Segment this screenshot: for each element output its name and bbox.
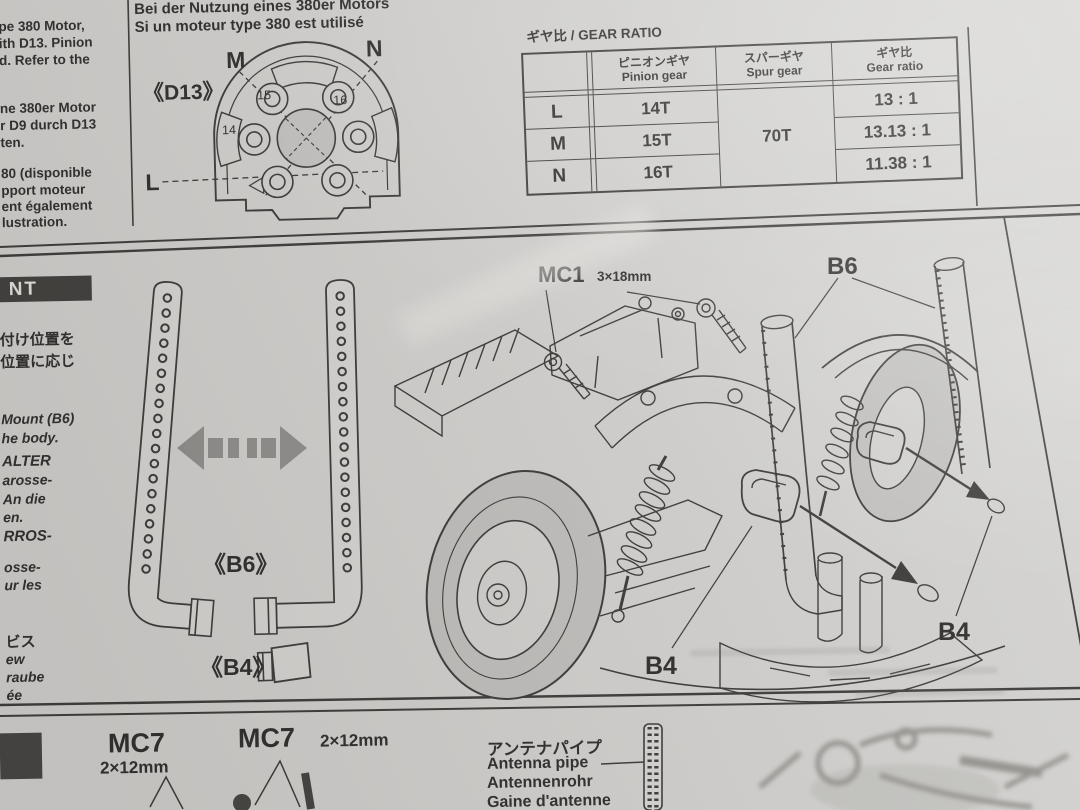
b4-part-drawing	[256, 642, 312, 684]
shock-absorber-right	[816, 395, 864, 517]
pinion-header-en: Pinion gear	[621, 67, 688, 84]
hole-15-label: 15	[257, 88, 271, 102]
b4-label-right: B4	[938, 618, 970, 646]
b6-bag-label: 《B6》	[203, 551, 278, 577]
suspension-arms	[587, 499, 723, 617]
row-l-position: L	[524, 95, 590, 130]
bottom-strip-graphics	[149, 723, 1070, 810]
post-holes-inner	[337, 293, 351, 578]
b4-mount-point-left	[917, 584, 939, 602]
top-box-left-border	[127, 0, 134, 227]
mc7-leader-a	[149, 775, 184, 810]
mc1-leader-lines	[545, 289, 701, 353]
row-m-pinion: 15T	[594, 122, 721, 160]
mc1-size-label: 3×18mm	[597, 269, 651, 284]
antenna-pipe-graphic	[643, 723, 663, 810]
mount-screw-holes	[238, 80, 375, 199]
motor-gearbox	[549, 296, 699, 401]
post-connector-left	[188, 597, 215, 638]
battery-tray	[393, 327, 560, 438]
row-n-ratio: 11.38 : 1	[865, 152, 932, 174]
ratio-header-jp: ギヤ比	[876, 44, 913, 60]
blurry-next-step-illustration	[758, 727, 1070, 810]
b6-label: B6	[827, 253, 858, 280]
gear-ratio-table: ピニオンギヤ Pinion gear スパーギヤ Spur gear ギヤ比 G…	[521, 36, 964, 196]
gear-header-pinion: ピニオンギヤ Pinion gear	[592, 47, 718, 91]
b4-arrowhead-right-icon	[966, 481, 990, 500]
b4-arrowhead-left-icon	[891, 561, 918, 584]
chassis-lower-deck	[599, 632, 1006, 703]
section-header-bar: NT	[0, 275, 92, 303]
rule-bottom-lower	[0, 698, 1080, 717]
b4-leader-lines	[671, 515, 993, 649]
spur-header-en: Spur gear	[746, 62, 803, 79]
row-n-position: N	[527, 159, 593, 194]
b6-leader-lines	[794, 277, 936, 339]
rear-right-wheel	[821, 334, 979, 523]
screw-head-icon	[233, 794, 251, 810]
b4-bag-label: 《B4》	[200, 654, 275, 680]
top-box-right-border	[967, 26, 978, 207]
motor-mount-outline	[213, 41, 401, 221]
hole-16-label: 16	[333, 93, 347, 107]
motor-mount-inner-contour	[225, 55, 389, 195]
chassis-illustration: MC1 3×18mm B6 B4 B4	[393, 253, 1006, 703]
b4-label-left: B4	[645, 652, 677, 680]
shock-absorber-left	[611, 455, 676, 623]
row-l-ratio: 13 : 1	[833, 81, 959, 118]
gear-ratio-section: ギヤ比 / GEAR RATIO ピニオンギヤ Pinion gear スパーギ…	[520, 9, 964, 196]
rule-top-upper	[0, 204, 1080, 248]
ratio-header-en: Gear ratio	[866, 58, 924, 75]
row-m-ratio: 13.13 : 1	[834, 113, 960, 150]
step-box-right-border	[1003, 216, 1080, 646]
gear-header-blank	[523, 52, 589, 93]
spur-gear-shared-value: 70T	[717, 86, 838, 187]
rear-left-wheel	[425, 470, 607, 700]
b4-mount-point-right	[986, 498, 1006, 514]
antenna-leader-line	[600, 761, 646, 765]
b6-post-left-installed	[760, 314, 843, 615]
body-mount-post-left	[127, 281, 215, 638]
post-holes-inner	[142, 295, 171, 577]
row-n-pinion: 16T	[596, 154, 722, 192]
arrow-right-icon	[280, 426, 307, 470]
adjust-direction-arrows	[177, 426, 307, 470]
position-l-label: L	[145, 169, 160, 195]
slot-left	[216, 111, 243, 168]
mc7-leader-b	[254, 759, 301, 808]
gear-header-ratio: ギヤ比 Gear ratio	[831, 38, 958, 82]
hole-14-label: 14	[222, 123, 236, 137]
b4-arrow-left	[799, 504, 897, 570]
screw-shaft-icon	[301, 772, 315, 810]
d13-part-label: 《D13》	[143, 79, 224, 105]
b4-arrow-right	[905, 446, 973, 492]
center-cross-dashes	[285, 117, 328, 159]
arrow-left-icon	[177, 426, 204, 470]
slot-top	[270, 60, 339, 90]
mc1-screw-upper	[696, 298, 747, 354]
row-m-position: M	[525, 127, 592, 162]
slot-right	[370, 106, 399, 163]
position-n-label: N	[366, 35, 383, 61]
motor-mount-diagram: 《D13》 M N L 15 16 14	[143, 35, 401, 221]
position-m-label: M	[226, 47, 246, 73]
mc1-screw-lower	[543, 352, 591, 400]
post-connector-right	[253, 596, 278, 636]
gear-header-spur: スパーギヤ Spur gear	[715, 43, 834, 86]
b4-clip-left	[740, 469, 801, 523]
body-mount-posts-diagram: 《B6》 《B4》	[127, 279, 363, 684]
b4-clip-right	[855, 421, 906, 465]
body-mount-post-right	[253, 279, 363, 636]
mount-standoffs	[817, 552, 883, 654]
rear-bulkhead-arch	[594, 375, 796, 449]
b6-post-right-installed	[933, 257, 991, 475]
row-l-pinion: 14T	[593, 90, 719, 128]
rule-top-lower	[0, 212, 1080, 258]
